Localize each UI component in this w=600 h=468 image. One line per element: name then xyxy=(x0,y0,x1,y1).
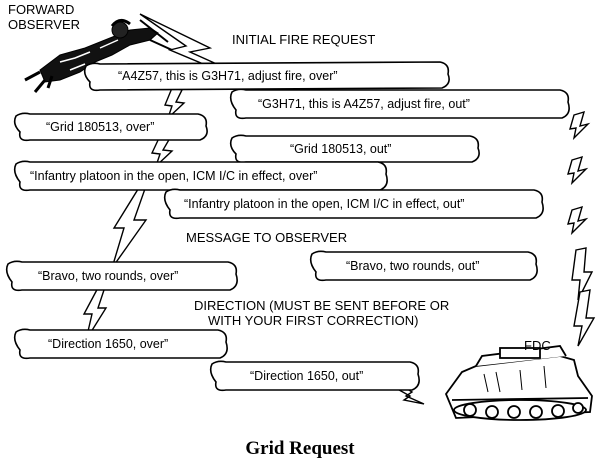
bubble-8 xyxy=(309,250,538,282)
lightning-bolt-icon xyxy=(573,289,596,347)
lightning-bolt-icon xyxy=(111,185,148,269)
bubble-7 xyxy=(5,260,238,292)
bubble-9 xyxy=(13,328,228,360)
message-to-observer-label: MESSAGE TO OBSERVER xyxy=(186,230,348,245)
message-1: “A4Z57, this is G3H71, adjust fire, over… xyxy=(118,69,338,83)
message-9: “Direction 1650, over” xyxy=(48,337,169,351)
forward-observer-label-line2: OBSERVER xyxy=(8,17,81,32)
lightning-bolt-icon xyxy=(567,205,589,236)
lightning-bolt-icon xyxy=(571,247,594,301)
fdc-label: FDC xyxy=(524,338,551,353)
message-7: “Bravo, two rounds, over” xyxy=(38,269,179,283)
message-8: “Bravo, two rounds, out” xyxy=(346,259,480,273)
speech-bubbles xyxy=(5,61,570,392)
bubble-10 xyxy=(209,360,420,392)
lightning-bolt-icon xyxy=(567,155,589,186)
bubble-4 xyxy=(229,134,480,164)
lightning-bolt-icon xyxy=(569,110,591,141)
message-10: “Direction 1650, out” xyxy=(250,369,364,383)
initial-fire-request-label: INITIAL FIRE REQUEST xyxy=(232,32,376,47)
bubble-1 xyxy=(83,61,450,92)
forward-observer-label: FORWARD OBSERVER xyxy=(8,2,80,32)
message-3: “Grid 180513, over” xyxy=(46,120,155,134)
direction-note-line1: DIRECTION (MUST BE SENT BEFORE OR xyxy=(194,298,450,313)
direction-note-line2: WITH YOUR FIRST CORRECTION) xyxy=(208,313,419,328)
direction-note-label: DIRECTION (MUST BE SENT BEFORE OR WITH Y… xyxy=(194,298,449,328)
message-2: “G3H71, this is A4Z57, adjust fire, out” xyxy=(258,97,470,111)
forward-observer-label-line1: FORWARD xyxy=(8,2,75,17)
message-4: “Grid 180513, out” xyxy=(290,142,392,156)
message-6: “Infantry platoon in the open, ICM I/C i… xyxy=(184,197,465,211)
bubble-3 xyxy=(13,112,208,142)
figure-caption: Grid Request xyxy=(245,438,355,459)
bubble-5 xyxy=(13,160,388,192)
bubble-2 xyxy=(229,88,570,120)
lightning-bolt-icon xyxy=(164,87,186,119)
armored-vehicle-icon xyxy=(444,345,593,421)
bubble-6 xyxy=(163,188,544,220)
prone-soldier-icon xyxy=(24,19,173,93)
message-5: “Infantry platoon in the open, ICM I/C i… xyxy=(30,169,318,183)
